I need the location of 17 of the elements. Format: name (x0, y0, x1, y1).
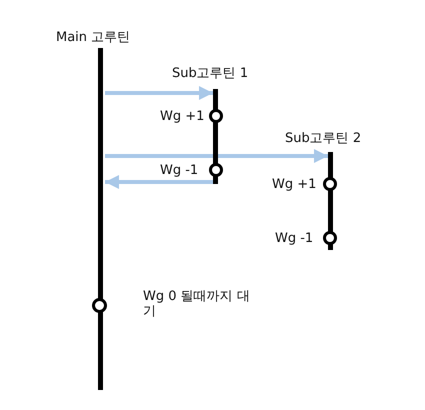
event-label: Wg -1 (275, 231, 314, 246)
event-circle (323, 177, 337, 191)
event-label: Wg 0 될때까지 대기 (143, 289, 251, 319)
lifeline-title: Main 고루틴 (56, 30, 130, 45)
lifeline-bar (98, 48, 103, 390)
event-circle (209, 109, 223, 123)
event-label: Wg +1 (272, 177, 316, 192)
event-label: Wg +1 (160, 109, 204, 124)
event-circle (323, 231, 337, 245)
event-circle (92, 298, 107, 313)
arrow (105, 149, 328, 163)
event-circle (209, 163, 223, 177)
arrow (105, 86, 213, 100)
lifeline-title: Sub고루틴 2 (285, 131, 362, 146)
arrow (105, 175, 213, 189)
lifeline-title: Sub고루틴 1 (172, 66, 248, 81)
event-label: Wg -1 (160, 163, 198, 178)
